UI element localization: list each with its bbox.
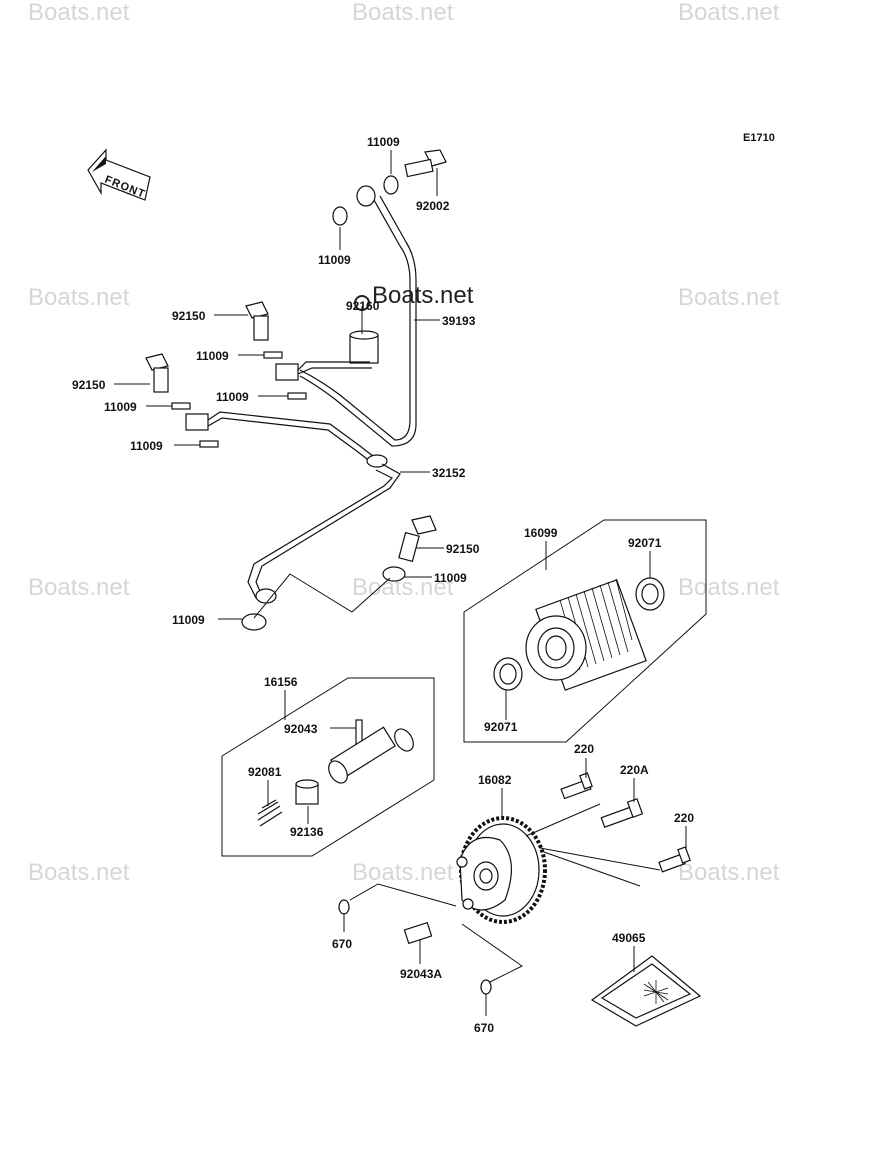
label-670: 670 [332,937,352,951]
watermark: Boats.net [28,574,130,601]
label-92043: 92043 [284,722,318,736]
watermark: Boats.net [352,859,454,886]
label-220A: 220A [620,763,649,777]
washer-11009 [383,175,399,195]
label-92150: 92150 [172,309,206,323]
watermark: Boats.net [678,284,780,311]
o-ring-670 [480,979,492,995]
label-92136: 92136 [290,825,324,839]
label-92002: 92002 [416,199,450,213]
label-92160: 92160 [346,299,380,313]
bolt-92150 [398,515,437,563]
washer-11009 [382,566,406,582]
watermark: Boats.net [28,859,130,886]
oil-pipe-32152 [185,361,401,604]
washer-11009 [287,392,307,400]
bolt-220A [600,798,644,828]
bolt-220 [658,846,691,873]
diagram-code: E1710 [743,132,775,144]
watermark: Boats.net [28,0,130,26]
label-11009: 11009 [196,349,229,363]
bolt-220 [560,772,593,800]
label-16099: 16099 [524,526,558,540]
leader-lines [114,150,687,1016]
bolt-92150 [145,353,169,393]
label-92071: 92071 [628,536,662,550]
label-670: 670 [474,1021,494,1035]
washer-11009 [332,206,348,226]
watermark: Boats.net [352,0,454,26]
watermark: Boats.net [678,0,780,26]
oil-filter-group [463,519,707,743]
bolt-92150 [245,301,269,341]
relief-valve-group [221,677,435,857]
label-11009: 11009 [104,400,137,414]
label-11009: 11009 [216,390,249,404]
label-220: 220 [674,811,694,825]
watermark: Boats.net [678,574,780,601]
label-16082: 16082 [478,773,512,787]
label-92150: 92150 [446,542,480,556]
label-49065: 49065 [612,931,646,945]
bolt-92002 [404,149,447,178]
label-11009: 11009 [318,253,351,267]
front-arrow-icon: FRONT [87,148,151,201]
watermarks: Boats.net Boats.net Boats.net Boats.net … [28,0,780,886]
watermark-center: Boats.net [372,282,474,309]
label-92081: 92081 [248,765,282,779]
label-11009: 11009 [367,135,400,149]
label-16156: 16156 [264,675,298,689]
label-39193: 39193 [442,314,476,328]
watermark: Boats.net [28,284,130,311]
label-92071: 92071 [484,720,518,734]
watermark: Boats.net [678,859,780,886]
washer-11009 [263,351,283,359]
washer-11009 [199,440,219,448]
label-11009: 11009 [434,571,467,585]
part-labels: 11009 92002 11009 92150 92160 39193 1100… [72,135,694,1035]
label-11009: 11009 [130,439,163,453]
label-92150: 92150 [72,378,106,392]
label-32152: 32152 [432,466,466,480]
pin-92043A [403,921,433,945]
label-11009: 11009 [172,613,205,627]
washer-11009 [241,613,267,631]
oil-pump-16082 [456,816,547,924]
label-220: 220 [574,742,594,756]
washer-11009 [171,402,191,410]
screen-49065 [590,955,702,1027]
o-ring-670 [338,899,350,915]
oil-pipe-39193 [299,185,417,447]
collar-92160 [349,330,379,364]
label-92043A: 92043A [400,967,442,981]
